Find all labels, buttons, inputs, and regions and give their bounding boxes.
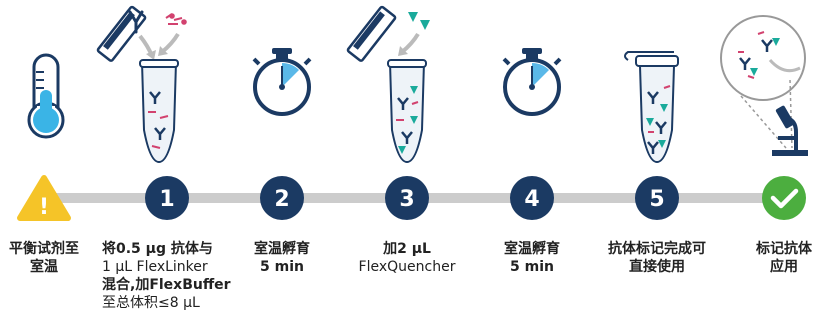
label-line: 直接使用 xyxy=(629,259,685,275)
label-line: 抗体标记完成可 xyxy=(608,241,706,257)
label-line: 混合,加FlexBuffer xyxy=(102,277,231,293)
label-line: 加2 µL xyxy=(383,241,431,257)
tube-quencher-icon xyxy=(346,5,430,164)
warning-badge: ! xyxy=(17,175,71,221)
label-line: 室温孵育 xyxy=(504,241,560,257)
step-label-incubate-2: 室温孵育 5 min xyxy=(482,240,582,276)
step-label-apply: 标记抗体 应用 xyxy=(744,240,824,276)
label-line: 1 µL FlexLinker xyxy=(102,259,208,275)
complete-badge xyxy=(762,176,806,220)
label-line: 5 min xyxy=(260,259,304,275)
tube-antibody-linker-icon xyxy=(96,5,187,164)
step-2-number: 2 xyxy=(274,187,289,212)
step-2-badge: 2 xyxy=(260,176,304,220)
label-line: 5 min xyxy=(510,259,554,275)
label-line: 标记抗体 xyxy=(756,241,812,257)
step-3-number: 3 xyxy=(399,187,414,212)
step-4-number: 4 xyxy=(524,187,539,212)
label-line: 室温孵育 xyxy=(254,241,310,257)
label-line: 应用 xyxy=(770,259,798,275)
step-label-mix: 将0.5 µg 抗体与 1 µL FlexLinker 混合,加FlexBuff… xyxy=(102,240,232,312)
stopwatch-icon xyxy=(502,48,562,116)
step-3-badge: 3 xyxy=(385,176,429,220)
step-5-badge: 5 xyxy=(635,176,679,220)
label-line: 将0.5 µg 抗体与 xyxy=(102,241,213,257)
label-line: 室温 xyxy=(30,259,58,275)
label-line: 至总体积≤8 µL xyxy=(102,295,200,311)
warning-badge-symbol: ! xyxy=(39,195,49,220)
step-label-equilibrate: 平衡试剂至 室温 xyxy=(4,240,84,276)
step-4-badge: 4 xyxy=(510,176,554,220)
microscope-icon xyxy=(720,15,808,156)
step-label-incubate-1: 室温孵育 5 min xyxy=(232,240,332,276)
label-line: 平衡试剂至 xyxy=(9,241,79,257)
stopwatch-icon xyxy=(252,48,312,116)
label-line: FlexQuencher xyxy=(358,259,456,275)
thermometer-icon xyxy=(27,53,65,139)
step-label-ready: 抗体标记完成可 直接使用 xyxy=(597,240,717,276)
step-label-quencher: 加2 µL FlexQuencher xyxy=(347,240,467,276)
step-1-number: 1 xyxy=(159,187,174,212)
step-5-number: 5 xyxy=(649,187,664,212)
closed-tube-icon xyxy=(624,51,679,164)
step-1-badge: 1 xyxy=(145,176,189,220)
